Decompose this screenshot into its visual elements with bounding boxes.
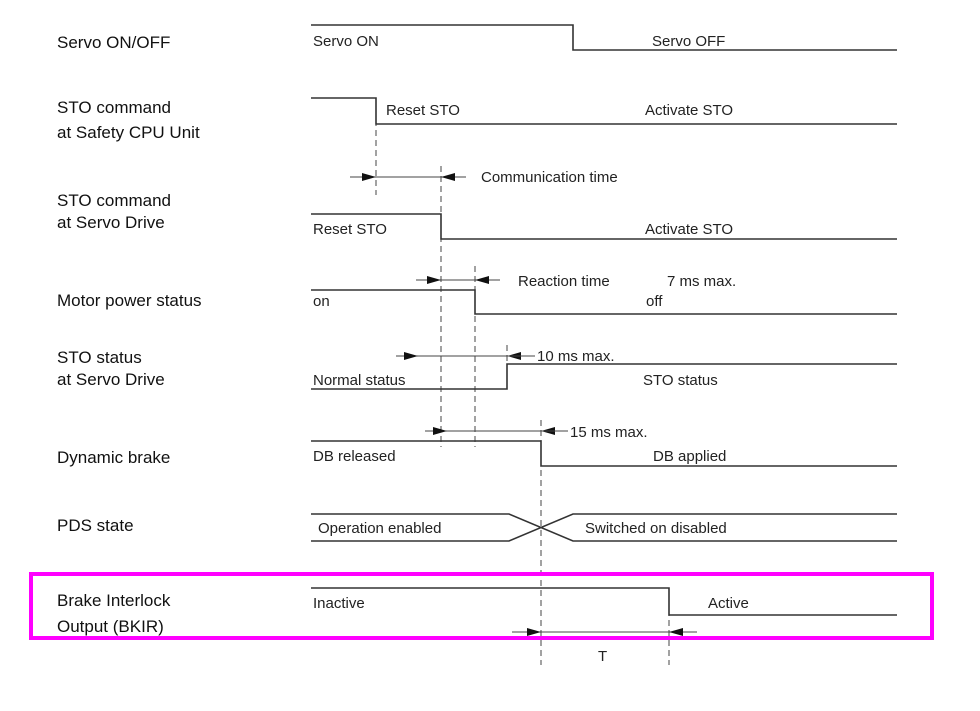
waveform-sto-status <box>311 363 897 390</box>
row-label-sto-drive-line2: at Servo Drive <box>57 213 165 232</box>
arrow-right-icon <box>362 173 376 181</box>
state-sto-drive-activate: Activate STO <box>645 221 733 238</box>
state-operation-enabled: Operation enabled <box>318 520 441 537</box>
row-label-servo-onoff: Servo ON/OFF <box>57 33 170 52</box>
row-label-sto-cpu-line1: STO command <box>57 98 171 117</box>
arrow-right-icon <box>527 628 541 636</box>
state-servo-on: Servo ON <box>313 33 379 50</box>
row-label-sto-status-line1: STO status <box>57 348 142 367</box>
arrow-left-icon <box>669 628 683 636</box>
label-sto-status-max: 10 ms max. <box>537 348 615 365</box>
row-label-dynamic-brake: Dynamic brake <box>57 448 170 467</box>
state-sto-cpu-activate: Activate STO <box>645 102 733 119</box>
state-motor-on: on <box>313 293 330 310</box>
state-switched-on-disabled: Switched on disabled <box>585 520 727 537</box>
state-motor-off: off <box>646 293 663 310</box>
arrow-right-icon <box>427 276 441 284</box>
state-servo-off: Servo OFF <box>652 33 725 50</box>
row-label-bkir-line1: Brake Interlock <box>57 591 171 610</box>
state-db-applied: DB applied <box>653 448 726 465</box>
row-label-sto-cpu-line2: at Safety CPU Unit <box>57 123 200 142</box>
arrow-left-icon <box>475 276 489 284</box>
state-sto-drive-reset: Reset STO <box>313 221 387 238</box>
row-label-sto-drive-line1: STO command <box>57 191 171 210</box>
highlight-box-bkir <box>29 572 934 640</box>
label-db-max: 15 ms max. <box>570 424 648 441</box>
label-reaction-time: Reaction time <box>518 273 610 290</box>
state-bkir-active: Active <box>708 595 749 612</box>
waveform-pds-upper <box>311 513 897 542</box>
waveform-servo-onoff <box>311 24 897 51</box>
waveform-motor-power <box>311 289 897 315</box>
arrow-left-icon <box>441 173 455 181</box>
state-normal-status: Normal status <box>313 372 406 389</box>
state-db-released: DB released <box>313 448 396 465</box>
arrow-right-icon <box>433 427 447 435</box>
label-communication-time: Communication time <box>481 169 618 186</box>
waveform-bkir <box>311 587 897 616</box>
state-sto-status: STO status <box>643 372 718 389</box>
label-reaction-max: 7 ms max. <box>667 273 736 290</box>
row-label-sto-status-line2: at Servo Drive <box>57 370 165 389</box>
row-label-pds-state: PDS state <box>57 516 134 535</box>
state-sto-cpu-reset: Reset STO <box>386 102 460 119</box>
waveform-dynamic-brake <box>311 440 897 467</box>
waveform-sto-cpu <box>311 97 897 125</box>
waveform-sto-drive <box>311 213 897 240</box>
state-bkir-inactive: Inactive <box>313 595 365 612</box>
arrow-right-icon <box>404 352 418 360</box>
label-t: T <box>598 648 607 665</box>
row-label-motor-power: Motor power status <box>57 291 202 310</box>
row-label-bkir-line2: Output (BKIR) <box>57 617 164 636</box>
